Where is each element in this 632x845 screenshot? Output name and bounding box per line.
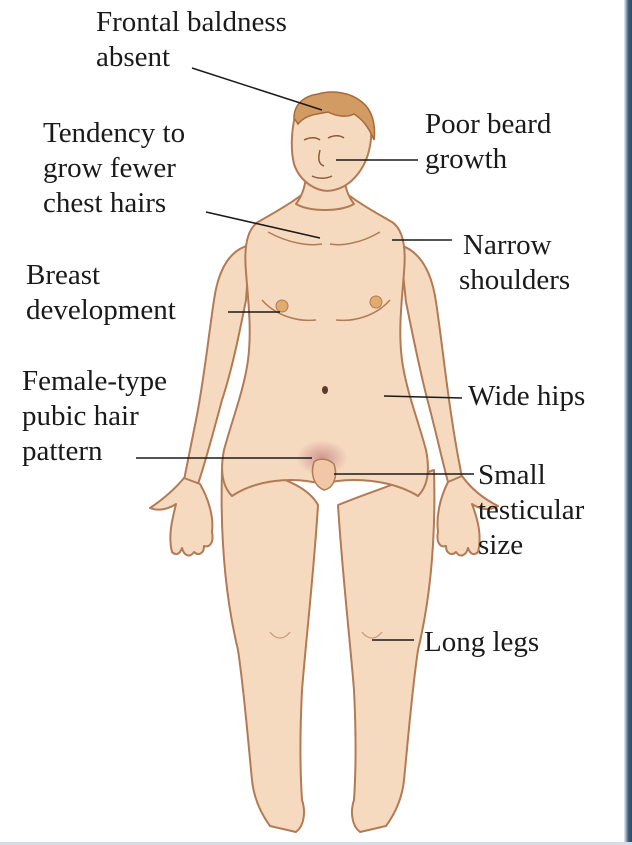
label-chest-hairs: Tendency to grow fewer chest hairs [43, 116, 185, 221]
label-wide-hips: Wide hips [468, 379, 585, 414]
label-breast-development: Breast development [26, 258, 176, 328]
right-leg [338, 470, 434, 832]
label-long-legs: Long legs [424, 625, 539, 660]
label-pubic-hair: Female-type pubic hair pattern [22, 364, 167, 469]
genitals [312, 459, 335, 490]
left-nipple [276, 300, 288, 312]
label-poor-beard: Poor beard growth [425, 107, 551, 177]
label-frontal-baldness: Frontal baldness absent [96, 5, 287, 75]
navel [322, 386, 328, 394]
frame-edge-right [624, 0, 632, 845]
label-small-testicular: Small testicular size [478, 458, 584, 563]
right-nipple [370, 296, 382, 308]
left-hand [150, 478, 213, 555]
left-leg [222, 470, 318, 832]
label-narrow-shoulders: Narrow shoulders [463, 228, 570, 298]
